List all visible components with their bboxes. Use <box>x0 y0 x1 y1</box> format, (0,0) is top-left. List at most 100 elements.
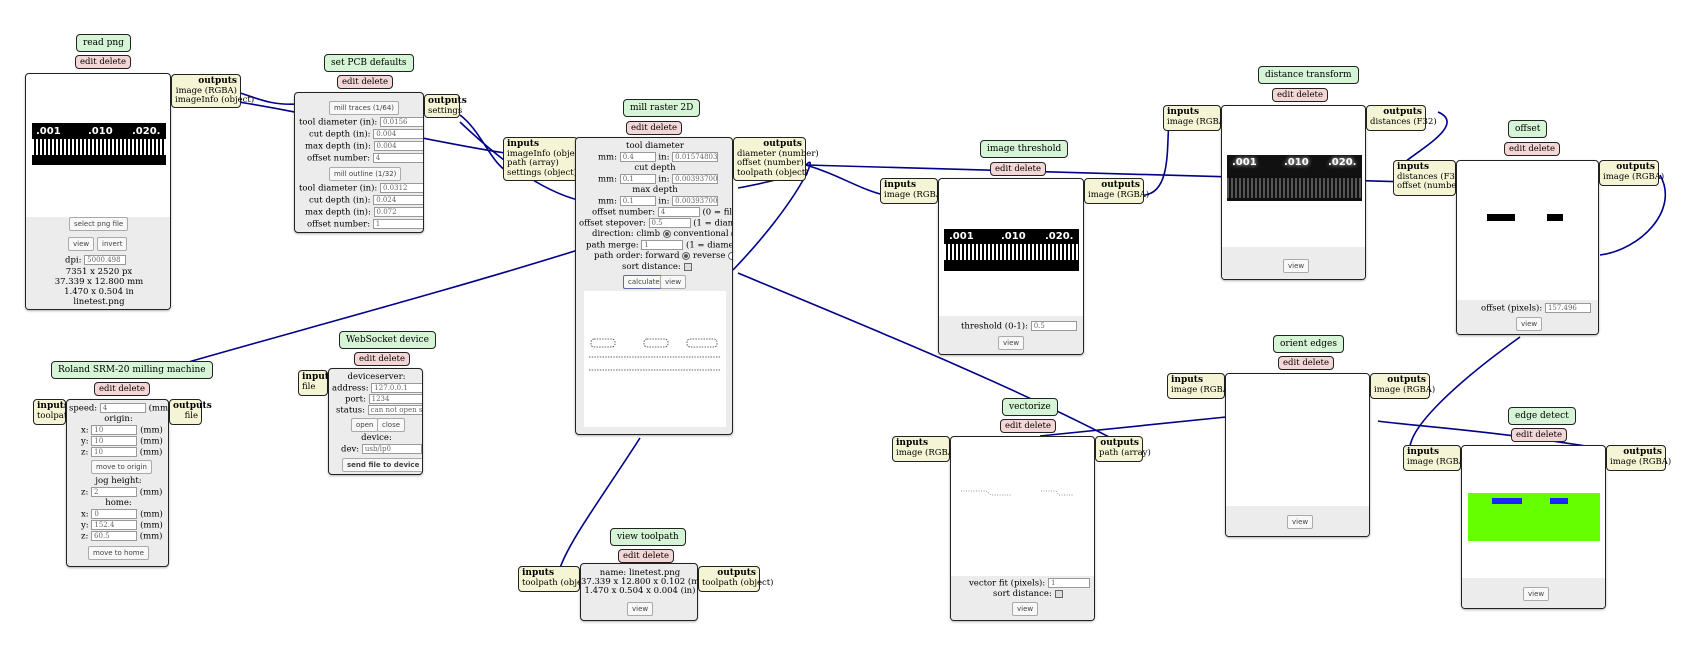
offset-title[interactable]: offset <box>1508 120 1548 138</box>
delete-button[interactable]: delete <box>1302 358 1329 368</box>
outline-offset-input[interactable]: 1 <box>372 219 423 229</box>
orient-title[interactable]: orient edges <box>1273 335 1344 353</box>
reverse-radio[interactable] <box>728 251 732 260</box>
edge-module[interactable]: view <box>1461 445 1606 609</box>
orient-module[interactable]: view <box>1225 373 1370 537</box>
forward-radio[interactable] <box>682 251 691 260</box>
view-button[interactable]: view <box>1287 515 1314 529</box>
edit-button[interactable]: edit <box>1283 358 1300 368</box>
delete-button[interactable]: delete <box>1024 421 1051 431</box>
offset-number-input[interactable]: 4 <box>657 207 700 217</box>
calculate-button[interactable]: calculate <box>623 275 665 289</box>
view-button[interactable]: view <box>998 336 1025 350</box>
edge-title[interactable]: edge detect <box>1508 407 1576 425</box>
edit-button[interactable]: edit <box>1516 430 1533 440</box>
conventional-radio[interactable] <box>731 229 732 238</box>
vectorize-module[interactable]: vector fit (pixels): 1 sort distance: vi… <box>950 436 1095 621</box>
ws-module[interactable]: deviceserver: address: 127.0.0.1 port: 1… <box>328 368 423 475</box>
view-button[interactable]: view <box>627 602 654 616</box>
delete-button[interactable]: delete <box>1535 430 1562 440</box>
close-button[interactable]: close <box>377 418 406 432</box>
delete-button[interactable]: delete <box>650 123 677 133</box>
delete-button[interactable]: delete <box>378 354 405 364</box>
offset-module[interactable]: offset (pixels): 157.496 view <box>1456 160 1599 335</box>
delete-button[interactable]: delete <box>1296 90 1323 100</box>
dist-title[interactable]: distance transform <box>1258 66 1359 84</box>
view-toolpath-module[interactable]: name: linetest.png 37.339 x 12.800 x 0.1… <box>580 563 698 621</box>
delete-button[interactable]: delete <box>642 551 669 561</box>
edit-button[interactable]: edit <box>1005 421 1022 431</box>
trace-diameter-input[interactable]: 0.0156 <box>380 117 423 127</box>
view-toolpath-title[interactable]: view toolpath <box>610 528 686 546</box>
read-png-title[interactable]: read png <box>76 34 131 52</box>
roland-module[interactable]: speed: 4 (mm/s) origin: x: 10 (mm) y: 10… <box>66 399 169 567</box>
outline-diameter-input[interactable]: 0.0312 <box>380 183 423 193</box>
origin-z-input[interactable]: 10 <box>91 447 138 457</box>
max-depth-in[interactable]: 0.00393700 <box>672 196 719 206</box>
trace-offset-input[interactable]: 4 <box>372 153 423 163</box>
ws-title[interactable]: WebSocket device <box>339 331 436 349</box>
move-to-origin-button[interactable]: move to origin <box>91 460 152 474</box>
view-button[interactable]: view <box>1283 259 1310 273</box>
sort-distance-checkbox[interactable] <box>1054 589 1063 598</box>
threshold-input[interactable]: 0.5 <box>1030 321 1077 331</box>
vectorize-title[interactable]: vectorize <box>1002 398 1058 416</box>
tool-diameter-in[interactable]: 0.01574803 <box>672 152 719 162</box>
edit-button[interactable]: edit <box>995 164 1012 174</box>
edit-button[interactable]: edit <box>1509 144 1526 154</box>
trace-cut-depth-input[interactable]: 0.004 <box>373 129 423 139</box>
view-button[interactable]: view <box>1012 602 1039 616</box>
offset-input[interactable]: 157.496 <box>1544 303 1591 313</box>
outline-max-depth-input[interactable]: 0.072 <box>373 207 423 217</box>
cut-depth-mm[interactable]: 0.1 <box>619 174 656 184</box>
edit-button[interactable]: edit <box>80 57 97 67</box>
view-button[interactable]: view <box>68 237 95 251</box>
view-button[interactable]: view <box>1516 317 1543 331</box>
dpi-input[interactable]: 5000.498 <box>84 255 127 265</box>
edit-button[interactable]: edit <box>359 354 376 364</box>
select-png-button[interactable]: select png file <box>69 217 129 231</box>
sort-distance-checkbox[interactable] <box>683 262 692 271</box>
home-z-input[interactable]: 60.5 <box>91 531 138 541</box>
mill-traces-button[interactable]: mill traces (1/64) <box>329 101 399 115</box>
invert-button[interactable]: invert <box>97 237 128 251</box>
cut-depth-in[interactable]: 0.00393700 <box>672 174 719 184</box>
speed-input[interactable]: 4 <box>99 403 146 413</box>
delete-button[interactable]: delete <box>1528 144 1555 154</box>
dev-input[interactable]: usb/lp0 <box>361 444 422 454</box>
read-png-module[interactable]: .001 .010 .020. select png file view inv… <box>25 73 171 310</box>
dist-module[interactable]: .001 .010 .020. view <box>1221 105 1366 280</box>
tool-diameter-mm[interactable]: 0.4 <box>619 152 656 162</box>
climb-radio[interactable] <box>662 229 671 238</box>
home-y-input[interactable]: 152.4 <box>91 520 138 530</box>
trace-max-depth-input[interactable]: 0.004 <box>373 141 423 151</box>
mill-title[interactable]: mill raster 2D <box>623 99 701 117</box>
mill-outline-button[interactable]: mill outline (1/32) <box>329 167 402 181</box>
view-button[interactable]: view <box>660 275 687 289</box>
edit-button[interactable]: edit <box>631 123 648 133</box>
delete-button[interactable]: delete <box>118 384 145 394</box>
outline-cut-depth-input[interactable]: 0.024 <box>373 195 423 205</box>
edit-button[interactable]: edit <box>1277 90 1294 100</box>
delete-button[interactable]: delete <box>361 77 388 87</box>
port-input[interactable]: 1234 <box>368 394 422 404</box>
delete-button[interactable]: delete <box>1014 164 1041 174</box>
edit-button[interactable]: edit <box>99 384 116 394</box>
jog-height-input[interactable]: 2 <box>91 487 138 497</box>
